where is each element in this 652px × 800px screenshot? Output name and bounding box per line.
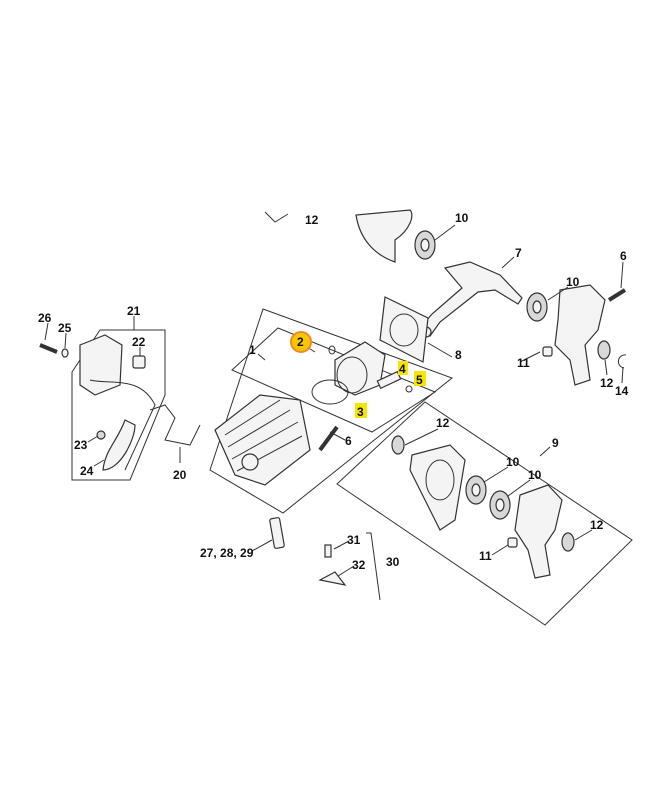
callout-8[interactable]: 8 [455,348,462,362]
highlight-5 [414,371,426,386]
callout-10[interactable]: 10 [566,275,580,289]
crankcase-half-top [264,209,413,263]
piston-pin [376,370,402,390]
crankcase-box-9 [336,401,633,626]
callout-30[interactable]: 30 [386,555,400,569]
callout-3[interactable]: 3 [357,405,364,419]
callout-20[interactable]: 20 [173,468,187,482]
crankcase-half [409,444,466,531]
callout-10[interactable]: 10 [455,211,469,225]
cylinder [214,394,311,486]
oil-seal [597,340,611,360]
selected-part-ring[interactable] [290,331,312,353]
callout-11[interactable]: 11 [479,549,492,563]
callout-24[interactable]: 24 [80,464,94,478]
kit-box-1 [209,308,454,514]
callout-10[interactable]: 10 [506,455,520,469]
highlight-3 [355,403,367,418]
crankshaft [419,261,523,338]
callout-14[interactable]: 14 [615,384,629,398]
screw [318,425,339,452]
callout-7[interactable]: 7 [515,246,522,260]
gasket [379,296,429,363]
callout-6[interactable]: 6 [345,434,352,448]
callout-12[interactable]: 12 [305,213,319,227]
callout-6[interactable]: 6 [620,249,627,263]
callout-12[interactable]: 12 [436,416,450,430]
callout-12[interactable]: 12 [600,376,614,390]
callout-32[interactable]: 32 [352,558,366,572]
callout-10[interactable]: 10 [528,468,542,482]
bearing [465,475,487,505]
callout-25[interactable]: 25 [58,321,72,335]
needle-sleeve [507,537,518,548]
callout-21[interactable]: 21 [127,304,141,318]
snap-ring [328,345,413,393]
connector [132,355,146,369]
callout-1[interactable]: 1 [249,343,256,357]
callout-11[interactable]: 11 [517,356,530,370]
part-32 [318,571,347,586]
oil-seal [391,435,405,455]
screw [39,343,58,354]
callout-27-28-29[interactable]: 27, 28, 29 [200,546,254,560]
washer [61,348,69,358]
leader-lines [44,224,624,577]
screw [607,288,627,302]
callout-31[interactable]: 31 [347,533,361,547]
highlight-4 [398,361,408,375]
callout-23[interactable]: 23 [74,438,88,452]
callout-4[interactable]: 4 [399,362,406,376]
needle-sleeve [542,346,553,357]
callout-22[interactable]: 22 [132,335,146,349]
piston [334,341,386,396]
ignition-box-21 [71,329,166,481]
screw-31 [324,544,332,558]
bearing [526,292,548,322]
bearing [414,230,436,260]
circlip [618,354,627,369]
callout-5[interactable]: 5 [416,373,423,387]
bracket-30 [366,532,381,601]
crankcase-half [554,284,606,386]
spark-plug-boot [102,419,136,471]
callout-12[interactable]: 12 [590,518,604,532]
spring [96,430,106,440]
piston-ring [311,379,349,405]
spark-plug [269,517,285,549]
ignition-module [79,334,156,471]
callout-26[interactable]: 26 [38,311,52,325]
callout-9[interactable]: 9 [552,436,559,450]
crankcase-half [514,484,563,579]
oil-seal [561,532,575,552]
bearing [489,490,511,520]
short-circuit-wire [149,404,201,446]
callout-2[interactable]: 2 [297,335,304,349]
